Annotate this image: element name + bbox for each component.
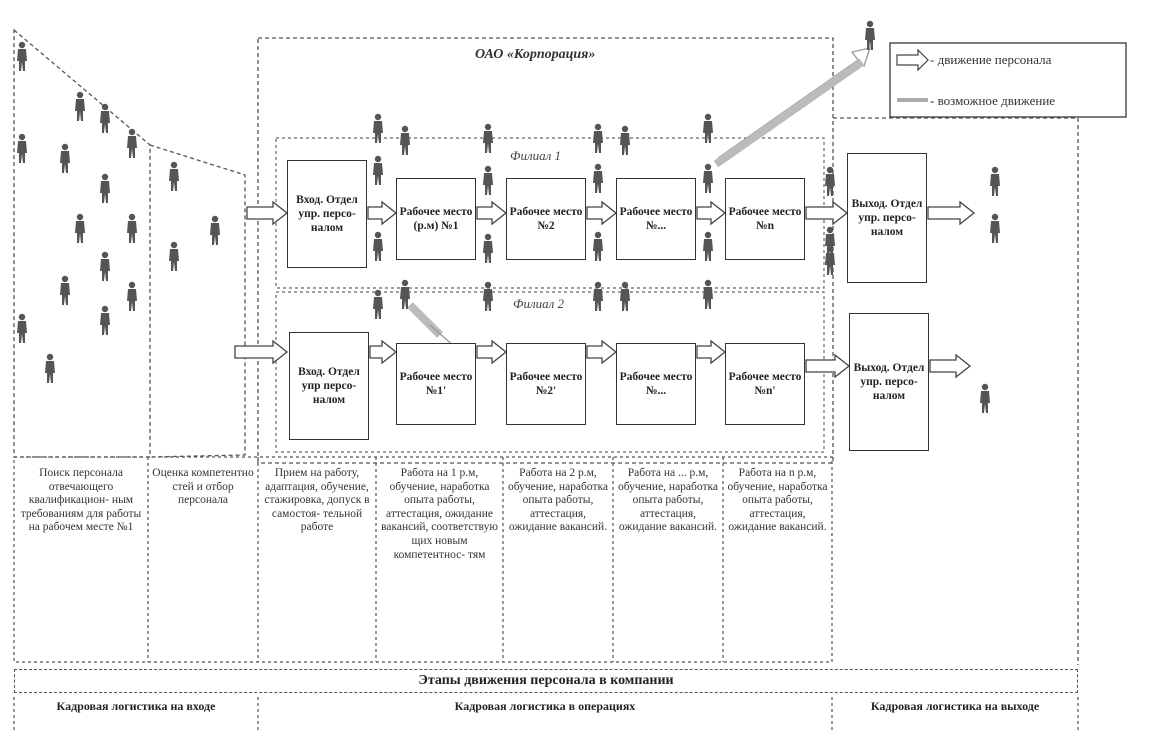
person-icon	[620, 125, 630, 155]
person-icon	[865, 20, 875, 50]
flow-arrow	[696, 339, 727, 365]
flow-arrow	[246, 200, 289, 226]
person-icon	[100, 103, 110, 133]
person-icon	[483, 165, 493, 195]
person-icon	[703, 231, 713, 261]
person-icon	[373, 113, 383, 143]
person-icon	[100, 305, 110, 335]
flow-arrow	[805, 200, 849, 226]
person-icon	[373, 289, 383, 319]
job-box-1-1: Рабочее место (р.м) №1	[396, 178, 476, 260]
person-icon	[75, 213, 85, 243]
entry-hr-box-2: Вход. Отдел упр персо- налом	[289, 332, 369, 440]
person-icon	[373, 231, 383, 261]
flow-arrow	[929, 353, 972, 379]
entry-hr-box-1: Вход. Отдел упр. персо- налом	[287, 160, 367, 268]
person-icon	[400, 125, 410, 155]
description-job-1: Работа на 1 р.м, обучение, наработка опы…	[381, 467, 498, 561]
person-icon	[990, 213, 1000, 243]
person-icon	[17, 313, 27, 343]
person-icon	[100, 251, 110, 281]
person-icon	[127, 128, 137, 158]
person-icon	[483, 123, 493, 153]
flow-arrow	[476, 339, 508, 365]
person-icon	[593, 231, 603, 261]
description-job-2: Работа на 2 р.м, обучение, наработка опы…	[507, 467, 609, 534]
person-icon	[593, 123, 603, 153]
person-icon	[169, 161, 179, 191]
description-assessment: Оценка компетентно стей и отбор персонал…	[152, 467, 254, 507]
person-icon	[127, 281, 137, 311]
flow-arrow	[476, 200, 508, 226]
job-box-2-3: Рабочее место №...	[616, 343, 696, 425]
flow-arrow	[586, 339, 618, 365]
job-box-1-4: Рабочее место №n	[725, 178, 805, 260]
person-icon	[60, 275, 70, 305]
person-icon	[703, 113, 713, 143]
person-icon	[100, 173, 110, 203]
exit-hr-box-2: Выход. Отдел упр. персо- налом	[849, 313, 929, 451]
flow-arrow	[586, 200, 618, 226]
job-box-1-2: Рабочее место №2	[506, 178, 586, 260]
job-box-1-3: Рабочее место №...	[616, 178, 696, 260]
person-icon	[45, 353, 55, 383]
description-job-etc: Работа на ... р.м, обучение, наработка о…	[617, 467, 719, 534]
flow-arrow	[805, 353, 851, 379]
flow-arrow	[927, 200, 976, 226]
person-icon	[483, 281, 493, 311]
stage-operations: Кадровая логистика в операциях	[454, 699, 636, 713]
person-icon	[593, 163, 603, 193]
filial-2-label: Филиал 2	[513, 296, 565, 311]
person-icon	[60, 143, 70, 173]
person-icon	[483, 233, 493, 263]
person-icon	[75, 91, 85, 121]
person-icon	[620, 281, 630, 311]
person-icon	[980, 383, 990, 413]
exit-hr-box-1: Выход. Отдел упр. персо- налом	[847, 153, 927, 283]
job-box-2-2: Рабочее место №2'	[506, 343, 586, 425]
person-icon	[400, 279, 410, 309]
legend-movement-label: - движение персонала	[930, 52, 1052, 67]
corporation-title: ОАО «Корпорация»	[475, 47, 596, 62]
person-icon	[17, 133, 27, 163]
flow-arrow	[367, 200, 398, 226]
stage-input: Кадровая логистика на входе	[56, 699, 216, 713]
description-job-n: Работа на n р.м, обучение, наработка опы…	[727, 467, 828, 534]
person-icon	[127, 213, 137, 243]
stages-title: Этапы движения персонала в компании	[14, 669, 1078, 693]
person-icon	[210, 215, 220, 245]
person-icon	[373, 155, 383, 185]
job-box-2-1: Рабочее место №1'	[396, 343, 476, 425]
description-search: Поиск персонала отвечающего квалификацио…	[20, 467, 142, 534]
person-icon	[169, 241, 179, 271]
person-icon	[990, 166, 1000, 196]
flow-arrow	[696, 200, 727, 226]
legend-possible-label: - возможное движение	[930, 93, 1056, 108]
description-hiring: Прием на работу, адаптация, обучение, ст…	[264, 467, 370, 534]
filial-1-label: Филиал 1	[510, 148, 562, 163]
job-box-2-4: Рабочее место №n'	[725, 343, 805, 425]
flow-arrow	[369, 339, 398, 365]
person-icon	[593, 281, 603, 311]
person-icon	[703, 163, 713, 193]
person-icon	[17, 41, 27, 71]
person-icon	[703, 279, 713, 309]
stage-output: Кадровая логистика на выходе	[870, 699, 1040, 713]
flow-arrow	[234, 339, 289, 365]
